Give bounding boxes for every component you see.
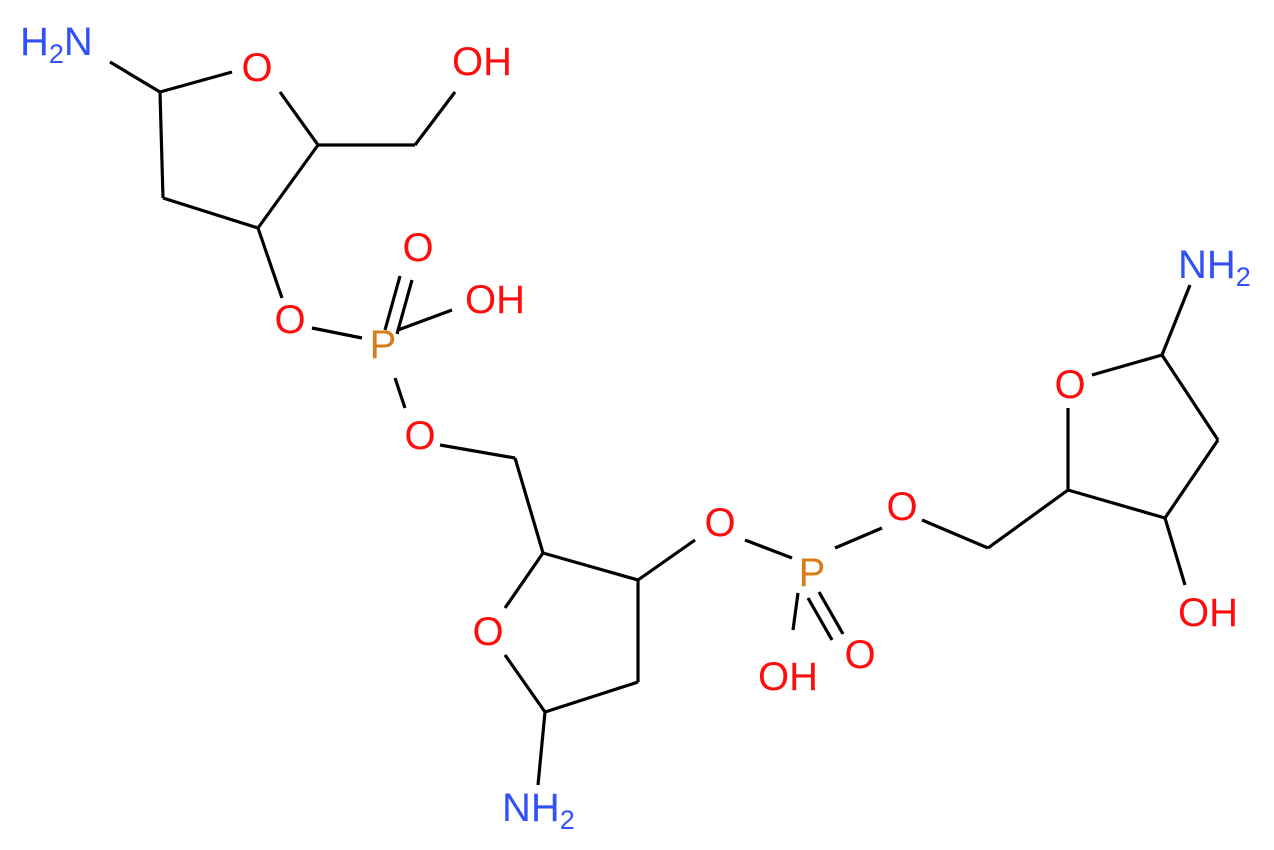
- bond-c1c-c2c: [1160, 354, 1220, 441]
- atom-symbol: O: [844, 633, 875, 677]
- atom-label-p-oh-2: OH: [758, 655, 818, 699]
- atom-symbol-tail: N: [64, 20, 93, 64]
- atom-symbol: H: [20, 20, 49, 64]
- bond-c2c-c3c: [1163, 439, 1220, 519]
- bond-p2-double-o-b: [817, 591, 845, 635]
- bond-lines: [109, 60, 1220, 786]
- bond-c1-ringo1: [159, 70, 233, 94]
- bond-estero1-p1: [311, 326, 363, 340]
- bond-p1-double-o-b: [395, 279, 414, 335]
- atom-label-ester-o-3: O: [704, 501, 735, 545]
- atom-label-amine-3: NH2: [1178, 243, 1251, 292]
- bond-c3c-oh3: [1163, 517, 1187, 586]
- atom-symbol: OH: [465, 278, 525, 322]
- atom-label-ring-o-2: O: [472, 610, 503, 654]
- atom-symbol: O: [886, 485, 917, 529]
- bond-estero2-c5b: [439, 443, 516, 460]
- atom-symbol: O: [704, 501, 735, 545]
- atom-label-ester-o-1: O: [274, 298, 305, 342]
- atom-symbol: NH: [502, 786, 560, 830]
- atom-label-ring-o-3: O: [1054, 363, 1085, 407]
- bond-ringo3-c1c: [1091, 353, 1163, 377]
- bond-p1-double-o-a: [383, 275, 402, 331]
- bond-p2-oh: [791, 592, 800, 631]
- bond-c3c-c4c: [1067, 488, 1166, 520]
- atom-label-amine-1: H2N: [20, 20, 93, 69]
- bond-c1-c2: [158, 91, 165, 199]
- atom-label-ester-o-4: O: [886, 485, 917, 529]
- atom-label-ester-o-2: O: [404, 414, 435, 458]
- atom-symbol: OH: [1178, 591, 1238, 635]
- atom-label-phosphorus-2: P: [799, 551, 826, 595]
- bond-estero4-c5c: [921, 518, 989, 550]
- atom-label-ring-o-1: O: [241, 46, 272, 90]
- atom-subscript: 2: [1236, 262, 1251, 292]
- atom-symbol: P: [370, 323, 397, 367]
- atom-label-p-oh-1: OH: [465, 278, 525, 322]
- atom-symbol: NH: [1178, 243, 1236, 287]
- atom-label-p-double-o-1: O: [402, 226, 433, 270]
- atom-label-hydroxyl-1: OH: [452, 40, 512, 84]
- bond-ringo2-c1b: [503, 654, 547, 713]
- bond-c3-c4: [256, 144, 320, 229]
- bond-p2-double-o-a: [806, 597, 834, 641]
- atom-symbol: O: [404, 414, 435, 458]
- bond-c4-ringo1: [278, 91, 320, 146]
- bond-c3b-c4b: [542, 551, 639, 582]
- bond-p2-estero4: [834, 526, 883, 550]
- atom-subscript: 2: [49, 39, 64, 69]
- bond-c1b-amine2: [536, 711, 547, 786]
- atom-label-hydroxyl-3: OH: [1178, 591, 1238, 635]
- bond-c5b-c4b: [513, 457, 545, 554]
- bond-p1-oh: [397, 308, 453, 332]
- bond-c1b-c2b: [544, 680, 639, 714]
- bond-c5c-c4c: [987, 488, 1069, 550]
- bond-c5-oh1: [413, 91, 457, 146]
- bond-c4b-ringo2: [503, 552, 545, 609]
- atom-label-amine-2: NH2: [502, 786, 575, 835]
- atom-symbol: P: [799, 551, 826, 595]
- bond-amine1-c1: [109, 60, 161, 94]
- atom-symbol: O: [241, 46, 272, 90]
- atom-symbol: O: [1054, 363, 1085, 407]
- bond-c3b-estero3: [637, 538, 696, 582]
- atom-label-phosphorus-1: P: [370, 323, 397, 367]
- atom-symbol: OH: [758, 655, 818, 699]
- bond-c2-c3: [162, 196, 259, 230]
- bond-p1-estero2: [393, 377, 407, 409]
- atom-symbol: O: [274, 298, 305, 342]
- bond-estero3-p2: [744, 538, 793, 560]
- bond-c3-estero1: [256, 227, 284, 299]
- atom-label-p-double-o-2: O: [844, 633, 875, 677]
- atom-subscript: 2: [560, 805, 575, 835]
- bond-c1c-amine3: [1160, 284, 1192, 356]
- atom-symbol: OH: [452, 40, 512, 84]
- atom-symbol: O: [472, 610, 503, 654]
- atom-symbol: O: [402, 226, 433, 270]
